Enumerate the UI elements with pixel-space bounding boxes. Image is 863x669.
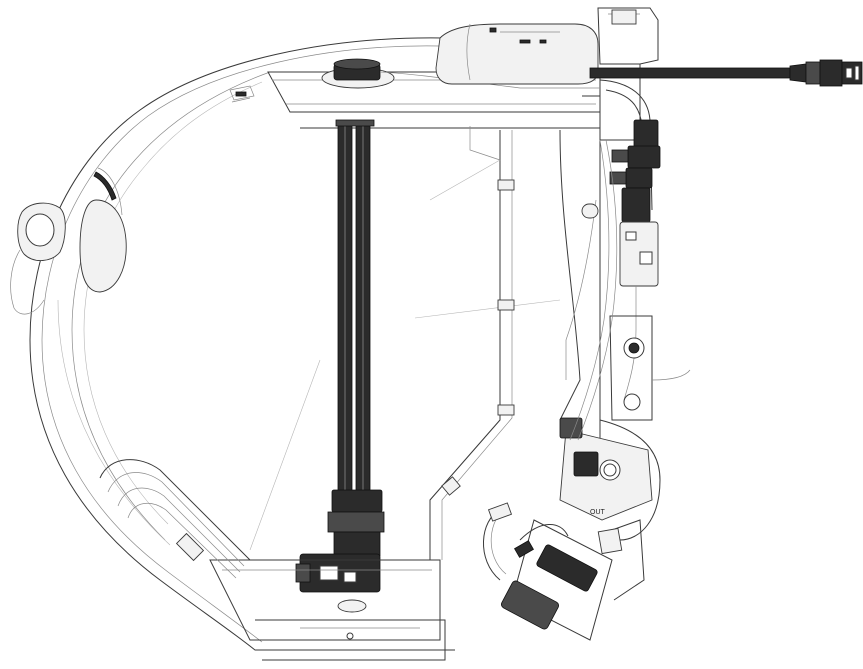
pump-assembly: [295, 489, 385, 613]
top-flange: [321, 58, 600, 89]
top-housing: [435, 23, 599, 85]
inner-frame: [249, 126, 581, 560]
right-lower-lobe: [599, 315, 691, 541]
harness-cable: [589, 59, 863, 87]
base-tray: [209, 559, 446, 661]
left-side-lobe: [79, 167, 127, 293]
connector-leads: [565, 139, 618, 441]
out-port-label: OUT: [590, 509, 606, 516]
left-port-cap: [10, 202, 66, 315]
vertical-tubes: [335, 119, 375, 495]
lower-right-hoses: [483, 502, 569, 581]
right-connector-stack: [599, 79, 661, 401]
lower-right-canister: [501, 519, 645, 641]
tank-shell: [29, 37, 455, 651]
lower-hose-coil: [99, 459, 251, 579]
outlet-fitting-block: OUT: [559, 417, 653, 521]
